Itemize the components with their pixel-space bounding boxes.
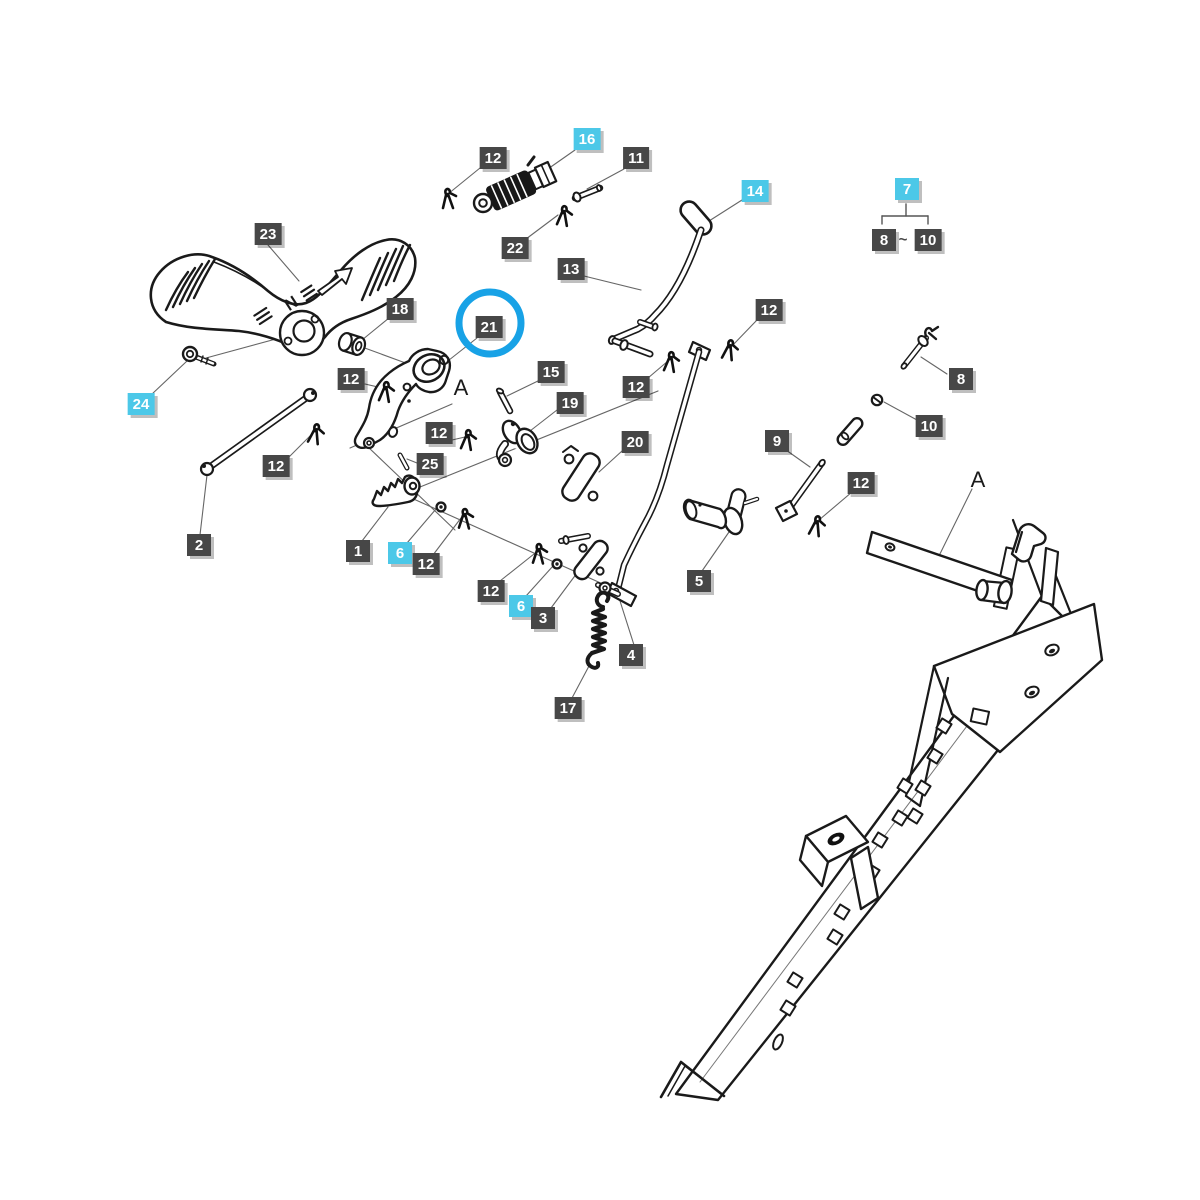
pin-drawing (571, 184, 604, 203)
part-label-21[interactable]: 21 (475, 316, 503, 338)
bolt-drawing (181, 345, 217, 367)
leader-line (419, 390, 659, 488)
part-label-8[interactable]: 8 (949, 368, 973, 390)
leader-line (920, 356, 948, 375)
hand-lever-drawing (607, 200, 713, 358)
part-label-12[interactable]: 12 (477, 580, 505, 602)
part-label-12[interactable]: 12 (412, 553, 440, 575)
leader-line (506, 379, 541, 397)
pivot-shaft-drawing (682, 488, 760, 536)
part-label-19[interactable]: 19 (556, 392, 584, 414)
part-label-12[interactable]: 12 (337, 368, 365, 390)
pedal-rod-drawing (595, 340, 712, 608)
part-label-6[interactable]: 6 (388, 542, 412, 564)
pedal-bracket-drawing (353, 347, 451, 450)
bellcrank-drawing (495, 419, 539, 468)
leader-line (933, 488, 973, 567)
part-label-16[interactable]: 16 (573, 128, 601, 150)
leader-line (361, 506, 389, 542)
leader-line (447, 167, 481, 195)
part-label-17[interactable]: 17 (554, 697, 582, 719)
leader-line (406, 458, 418, 464)
leader-line (406, 508, 437, 544)
leader-line (883, 401, 918, 421)
bushing-drawing (337, 331, 367, 357)
part-label-22[interactable]: 22 (501, 237, 529, 259)
part-label-12[interactable]: 12 (479, 147, 507, 169)
leader-line (361, 346, 412, 366)
leader-line (583, 275, 642, 291)
pivot-pin-drawing (774, 458, 826, 523)
spacer-sleeve-drawing (836, 417, 864, 446)
leader-lines (150, 149, 973, 699)
anchor-plate-drawing (558, 533, 609, 581)
part-label-18[interactable]: 18 (386, 298, 414, 320)
leader-line (267, 244, 300, 282)
leader-line (550, 572, 578, 609)
part-label-5[interactable]: 5 (687, 570, 711, 592)
leader-line (525, 565, 554, 597)
part-label-8[interactable]: 8 (872, 229, 896, 251)
pedal-drawing: N (149, 238, 417, 357)
highlight-circle (455, 288, 525, 358)
cylinder-assembly-drawing (472, 155, 558, 214)
part-label-15[interactable]: 15 (537, 361, 565, 383)
leader-line (432, 517, 462, 556)
clevis-pin-drawing (495, 387, 514, 415)
leader-line (785, 449, 811, 468)
part-label-10[interactable]: 10 (915, 415, 943, 437)
link-plate-drawing (561, 445, 601, 502)
chassis-frame-drawing (659, 518, 1104, 1102)
leader-line (571, 665, 590, 699)
leader-line (150, 360, 188, 396)
part-label-2[interactable]: 2 (187, 534, 211, 556)
leader-line (619, 600, 635, 646)
part-label-1[interactable]: 1 (346, 540, 370, 562)
part-label-13[interactable]: 13 (557, 258, 585, 280)
part-label-25[interactable]: 25 (416, 453, 444, 475)
part-label-6[interactable]: 6 (509, 595, 533, 617)
part-label-12[interactable]: 12 (755, 299, 783, 321)
part-label-12[interactable]: 12 (425, 422, 453, 444)
part-label-20[interactable]: 20 (621, 431, 649, 453)
part-label-14[interactable]: 14 (741, 180, 769, 202)
part-label-12[interactable]: 12 (262, 455, 290, 477)
screw-drawing (870, 393, 884, 407)
part-label-4[interactable]: 4 (619, 644, 643, 666)
leader-line (701, 531, 730, 572)
part-label-9[interactable]: 9 (765, 430, 789, 452)
leader-line (451, 436, 466, 441)
leader-line (598, 450, 623, 473)
footpad-drawing (371, 452, 421, 508)
link-rod-drawing (199, 387, 318, 477)
leader-line (708, 199, 743, 222)
linch-pin-drawing (900, 325, 940, 370)
tension-spring-drawing (585, 590, 611, 670)
leader-line (529, 409, 558, 432)
leader-line (361, 317, 390, 341)
leader-line (586, 168, 625, 190)
callout-bracket (455, 203, 929, 358)
part-label-12[interactable]: 12 (622, 376, 650, 398)
part-label-11[interactable]: 11 (623, 147, 649, 169)
leader-line (525, 214, 559, 240)
part-label-24[interactable]: 24 (127, 393, 155, 415)
part-label-23[interactable]: 23 (254, 223, 282, 245)
part-label-3[interactable]: 3 (531, 607, 555, 629)
leader-line (818, 491, 853, 521)
part-label-10[interactable]: 10 (914, 229, 942, 251)
part-label-12[interactable]: 12 (847, 472, 875, 494)
leader-line (199, 474, 208, 536)
part-label-7[interactable]: 7 (895, 178, 919, 200)
leader-line (647, 360, 669, 379)
leader-line (499, 553, 535, 582)
leader-line (730, 319, 758, 348)
